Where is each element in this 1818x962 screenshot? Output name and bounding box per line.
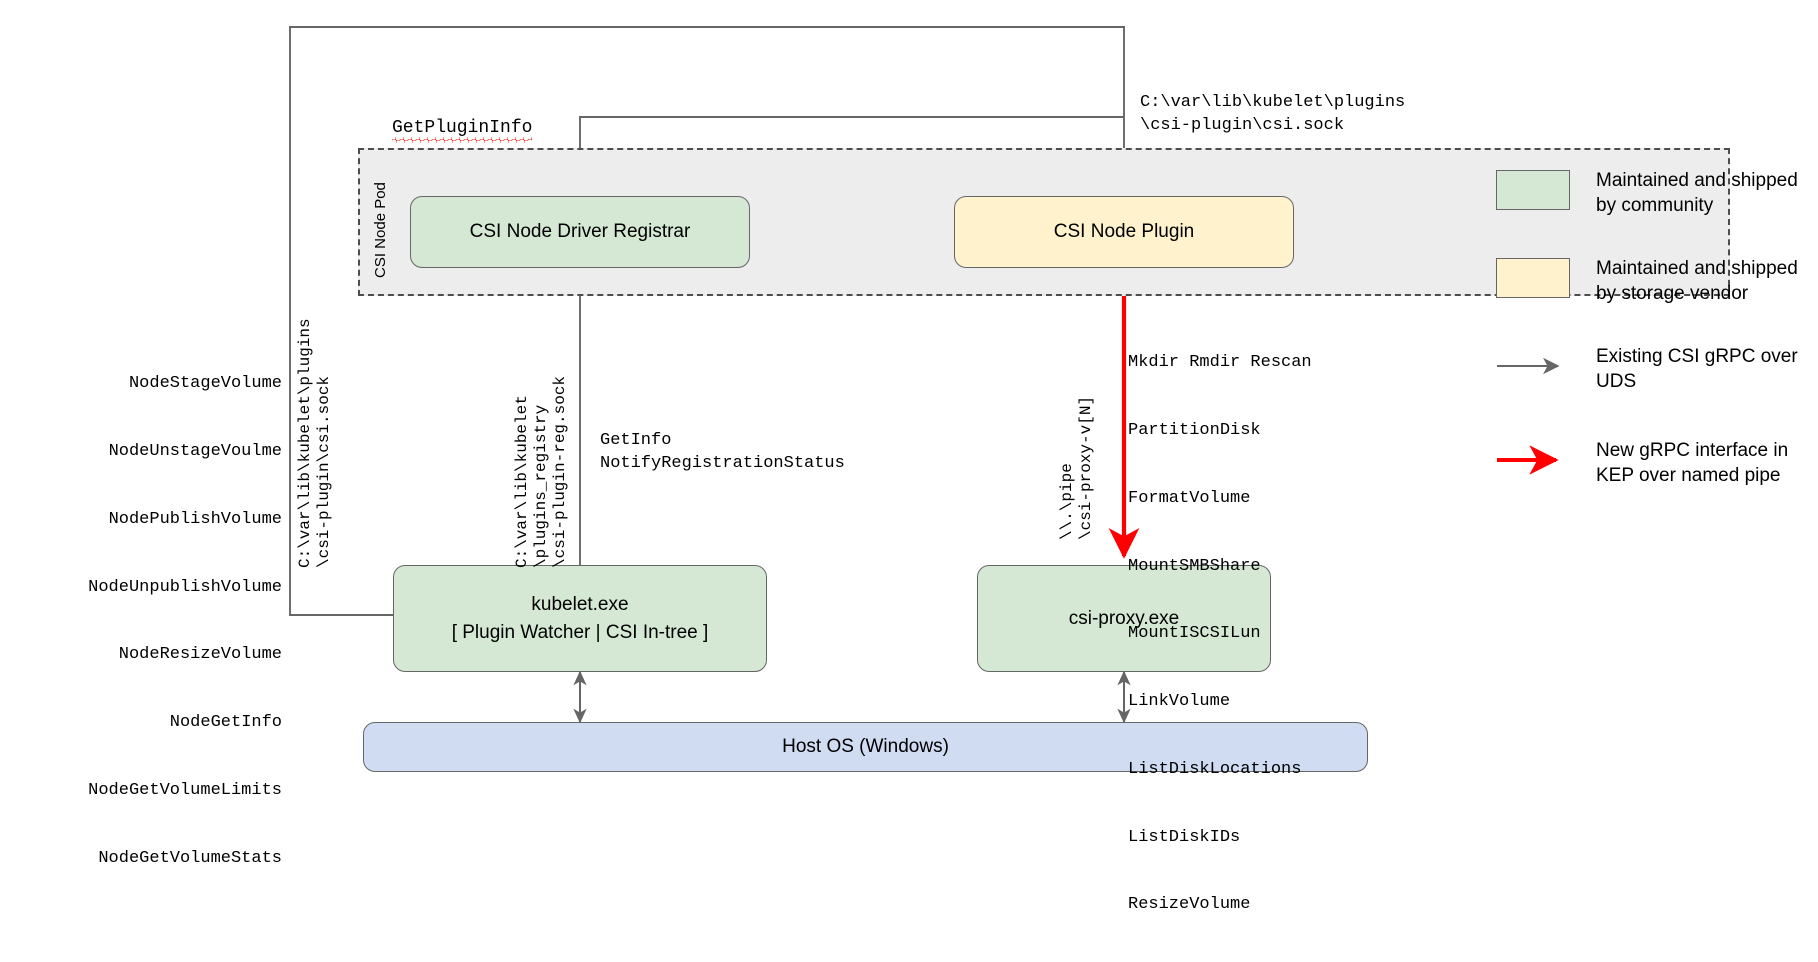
legend-label-new-grpc: New gRPC interface in KEP over named pip… (1596, 440, 1789, 486)
csi-node-rpc-item: NodeUnpublishVolume (88, 577, 282, 597)
label-registrar-calls: GetInfo NotifyRegistrationStatus (600, 431, 845, 473)
label-named-pipe-path: \\.\pipe \csi-proxy-v[N] (1058, 395, 1095, 540)
csi-node-rpc-list: NodeStageVolume NodeUnstageVoulme NodePu… (0, 328, 282, 915)
edge-kubelet-to-node-plugin (289, 26, 1132, 616)
csi-node-rpc-item: NodeGetVolumeStats (98, 848, 282, 868)
node-csi-proxy-exe[interactable]: csi-proxy.exe (977, 565, 1271, 672)
csi-proxy-rpc-item: MountSMBShare (1128, 556, 1261, 576)
label-left-socket-path: C:\var\lib\kubelet\plugins \csi-plugin\c… (296, 318, 333, 568)
csi-proxy-rpc-item: ListDiskLocations (1128, 759, 1302, 779)
csi-node-rpc-item: NodeGetInfo (169, 713, 282, 733)
label-registry-socket-path: C:\var\lib\kubelet \plugins_registry \cs… (513, 375, 569, 568)
legend-label-community: Maintained and shipped by community (1596, 170, 1798, 216)
label-plugin-socket-path: C:\var\lib\kubelet\plugins \csi-plugin\c… (1140, 93, 1406, 135)
legend-item-existing-csi: Existing CSI gRPC over UDS (1496, 344, 1806, 394)
legend-arrow-red-icon (1497, 445, 1559, 475)
legend-arrow-gray-icon (1497, 357, 1560, 375)
legend-label-existing-csi: Existing CSI gRPC over UDS (1596, 346, 1798, 392)
node-kubelet-exe-subtitle: [ Plugin Watcher | CSI In-tree ] (451, 621, 709, 643)
diagram-canvas: CSI Node Pod CSI Node Driver Registrar C… (88, 26, 1806, 914)
csi-proxy-rpc-item: Mkdir Rmdir Rescan (1128, 353, 1312, 373)
csi-proxy-rpc-item: PartitionDisk (1128, 420, 1261, 440)
legend-item-storage-vendor: Maintained and shipped by storage vendor (1496, 256, 1806, 306)
csi-proxy-rpc-item: MountISCSILun (1128, 624, 1261, 644)
spellcheck-squiggle-icon (392, 137, 533, 143)
node-host-os-label: Host OS (Windows) (782, 736, 949, 758)
node-csi-node-driver-registrar-label: CSI Node Driver Registrar (469, 221, 691, 243)
csi-node-rpc-item: NodePublishVolume (108, 509, 282, 529)
label-get-plugin-info-text: GetPluginInfo (392, 118, 533, 138)
csi-node-rpc-item: NodeGetVolumeLimits (88, 780, 282, 800)
label-get-plugin-info: GetPluginInfo (392, 118, 533, 143)
csi-proxy-rpc-item: FormatVolume (1128, 488, 1251, 508)
csi-proxy-rpc-item: ListDiskIDs (1128, 827, 1241, 847)
node-kubelet-exe[interactable]: kubelet.exe [ Plugin Watcher | CSI In-tr… (393, 565, 767, 672)
node-csi-node-driver-registrar[interactable]: CSI Node Driver Registrar (410, 196, 750, 268)
legend: Maintained and shipped by community Main… (1496, 168, 1806, 488)
csi-node-rpc-item: NodeResizeVolume (118, 645, 282, 665)
csi-proxy-rpc-list: Mkdir Rmdir Rescan PartitionDisk FormatV… (1128, 307, 1312, 962)
legend-swatch-green-icon (1496, 170, 1570, 210)
legend-item-community: Maintained and shipped by community (1496, 168, 1806, 218)
csi-node-pod-label: CSI Node Pod (372, 182, 389, 278)
legend-label-storage-vendor: Maintained and shipped by storage vendor (1596, 258, 1798, 304)
legend-item-new-grpc: New gRPC interface in KEP over named pip… (1496, 438, 1806, 488)
csi-proxy-rpc-item: ResizeVolume (1128, 895, 1251, 915)
csi-node-rpc-item: NodeStageVolume (128, 374, 282, 394)
node-host-os[interactable]: Host OS (Windows) (363, 722, 1368, 772)
node-kubelet-exe-title: kubelet.exe (531, 593, 629, 615)
csi-node-rpc-item: NodeUnstageVoulme (108, 441, 282, 461)
csi-proxy-rpc-item: LinkVolume (1128, 692, 1231, 712)
node-csi-node-plugin-label: CSI Node Plugin (1053, 221, 1195, 243)
node-csi-proxy-exe-label: csi-proxy.exe (1068, 607, 1180, 629)
node-csi-node-plugin[interactable]: CSI Node Plugin (954, 196, 1294, 268)
legend-swatch-yellow-icon (1496, 258, 1570, 298)
